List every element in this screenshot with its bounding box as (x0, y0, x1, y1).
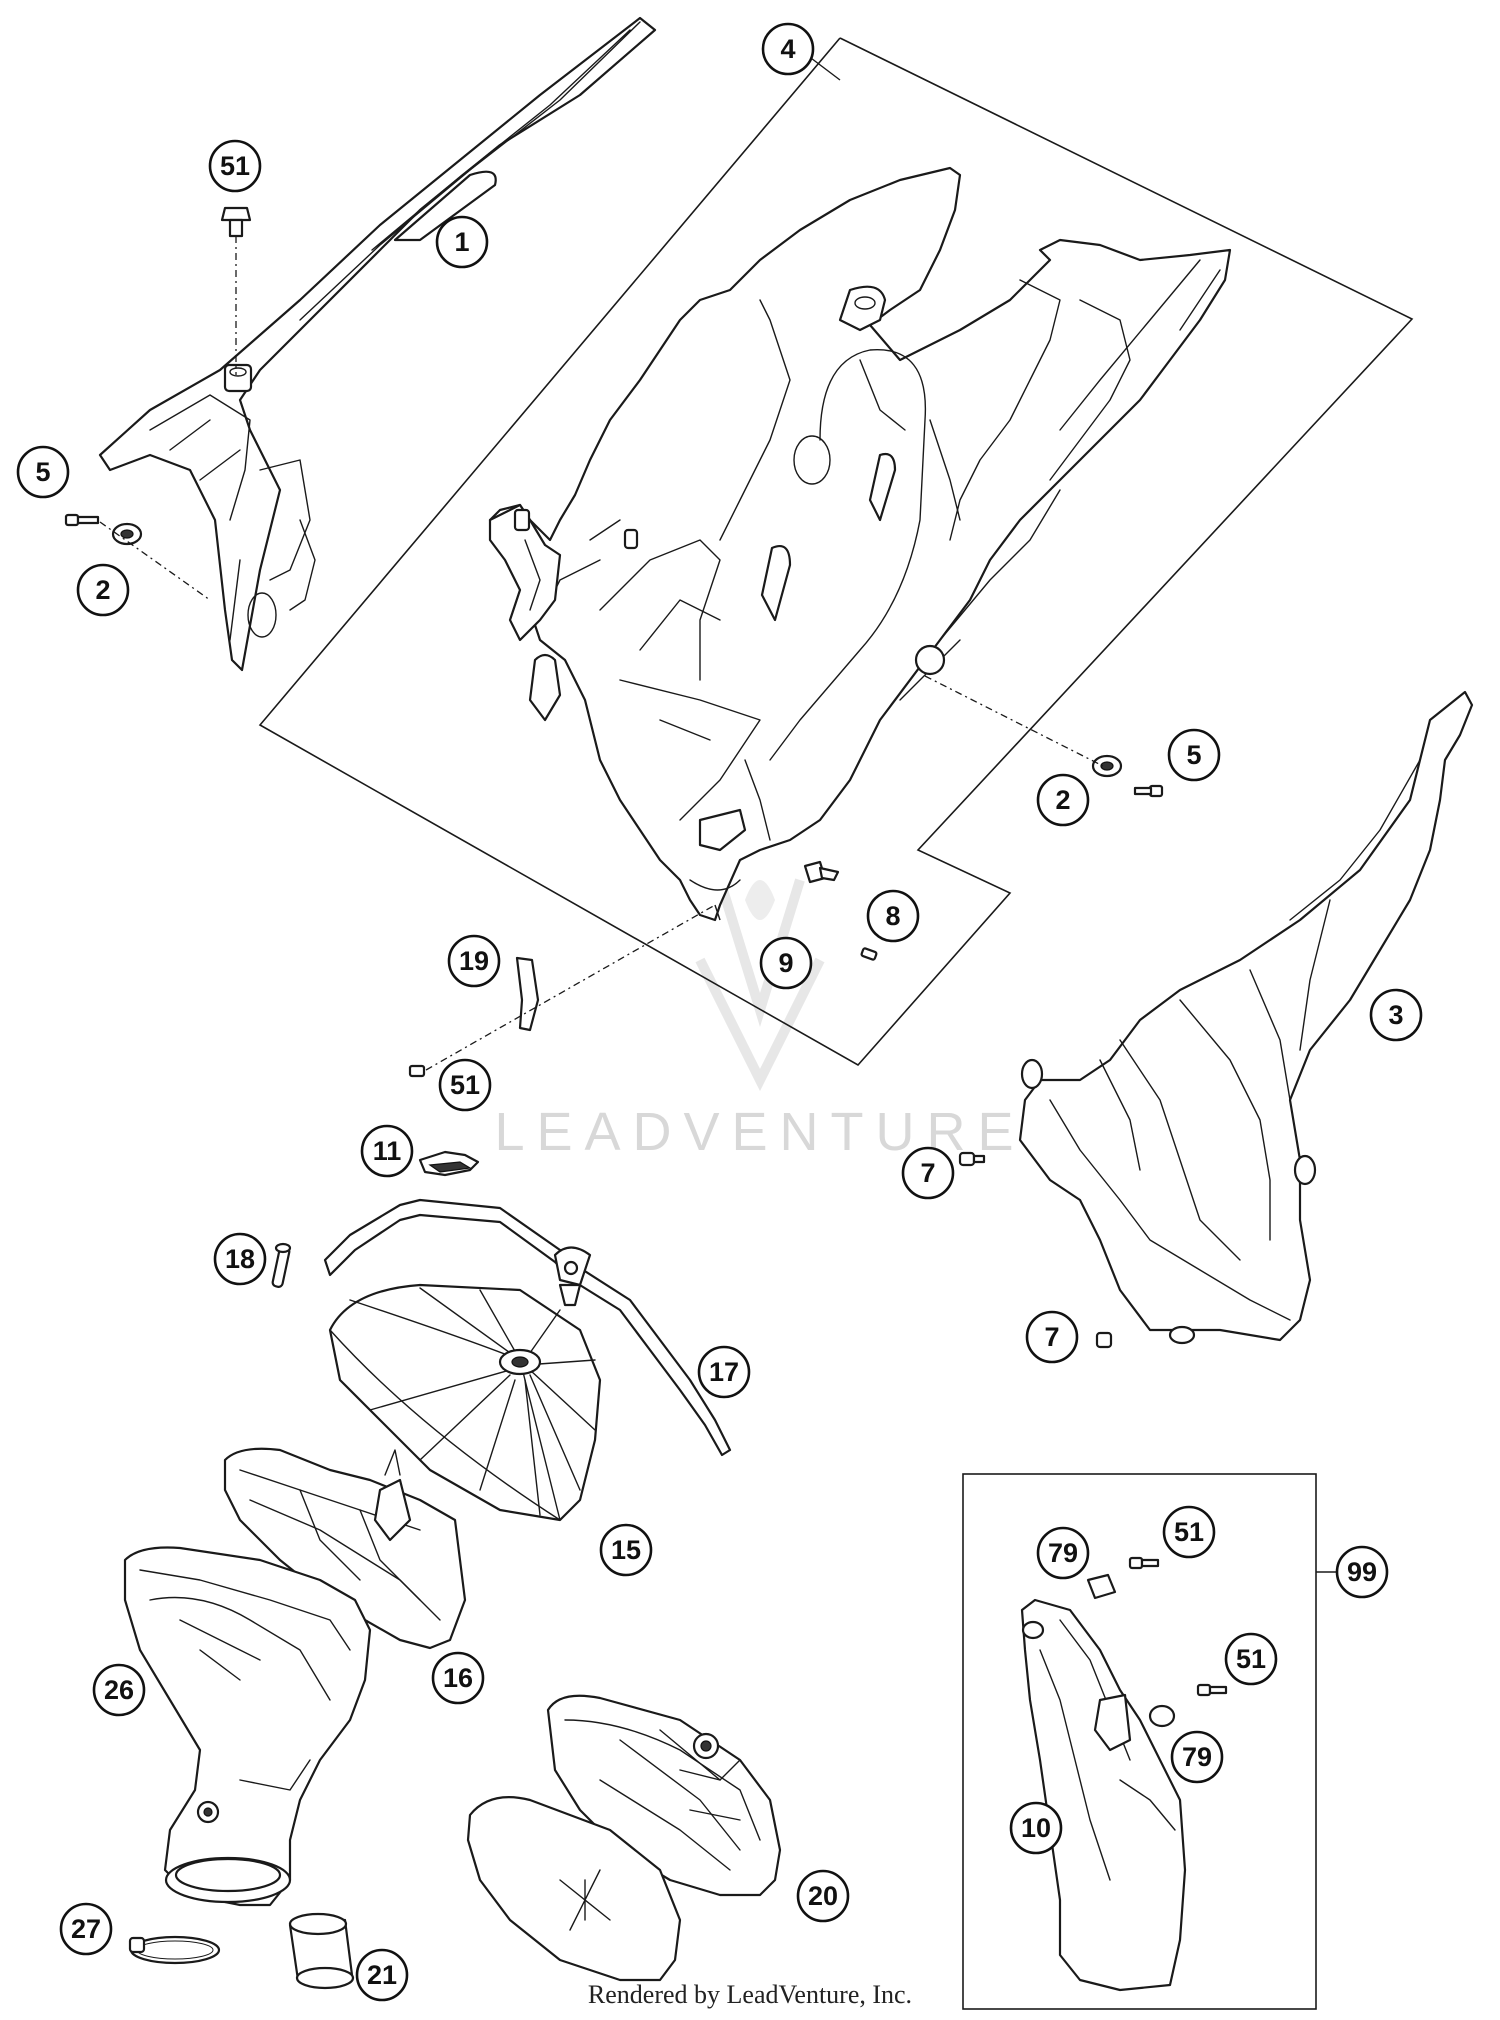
callout-51-box-upper: 51 (1162, 1505, 1216, 1559)
assembly-frame-99 (962, 1473, 1336, 2010)
svg-text:51: 51 (450, 1070, 480, 1100)
svg-text:2: 2 (1055, 785, 1070, 815)
svg-text:26: 26 (104, 1675, 134, 1705)
svg-text:17: 17 (709, 1357, 739, 1387)
callout-15: 15 (599, 1523, 653, 1577)
svg-text:20: 20 (808, 1881, 838, 1911)
svg-text:21: 21 (367, 1960, 397, 1990)
svg-text:79: 79 (1182, 1742, 1212, 1772)
part-3-side-panel (1018, 690, 1474, 1345)
svg-text:1: 1 (454, 227, 469, 257)
callout-79-lower: 79 (1170, 1730, 1224, 1784)
svg-text:51: 51 (1174, 1517, 1204, 1547)
hardware (64, 206, 1228, 1728)
part-15-air-filter (328, 1283, 602, 1522)
callout-16: 16 (431, 1651, 485, 1705)
callout-1: 1 (435, 215, 489, 269)
callout-2-left: 2 (76, 563, 130, 617)
callout-11: 11 (360, 1124, 414, 1178)
svg-text:4: 4 (780, 34, 795, 64)
svg-text:99: 99 (1347, 1557, 1377, 1587)
callout-21: 21 (355, 1948, 409, 2002)
callout-51-top: 51 (208, 139, 262, 193)
svg-text:9: 9 (778, 948, 793, 978)
part-11-clip (418, 1150, 480, 1177)
callout-99: 99 (1335, 1545, 1389, 1599)
callout-8: 8 (866, 889, 920, 943)
footer-credit: Rendered by LeadVenture, Inc. (588, 1980, 912, 2009)
callout-79-upper: 79 (1036, 1526, 1090, 1580)
callout-17: 17 (697, 1345, 751, 1399)
callout-7-upper: 7 (901, 1146, 955, 1200)
part-26-intake-boot (123, 1546, 372, 1907)
svg-text:51: 51 (1236, 1644, 1266, 1674)
callout-5-left: 5 (16, 445, 70, 499)
svg-text:15: 15 (611, 1535, 641, 1565)
callout-27: 27 (59, 1902, 113, 1956)
callout-26: 26 (92, 1663, 146, 1717)
part-1-side-panel (98, 16, 657, 672)
part-17-retaining-strap (323, 1198, 732, 1457)
svg-text:7: 7 (1044, 1322, 1059, 1352)
svg-text:3: 3 (1388, 1000, 1403, 1030)
callout-10: 10 (1009, 1801, 1063, 1855)
callout-2-right: 2 (1036, 773, 1090, 827)
callout-18: 18 (213, 1232, 267, 1286)
callout-20: 20 (796, 1869, 850, 1923)
svg-text:19: 19 (459, 946, 489, 976)
svg-text:5: 5 (1186, 740, 1201, 770)
part-10-intake-snorkel (1020, 1598, 1187, 1992)
svg-text:2: 2 (95, 575, 110, 605)
svg-text:79: 79 (1048, 1538, 1078, 1568)
watermark-text: LEADVENTURE (494, 1102, 1025, 1162)
part-18-pin (271, 1242, 292, 1288)
svg-text:11: 11 (373, 1136, 402, 1166)
callout-19: 19 (447, 934, 501, 988)
callout-3: 3 (1369, 988, 1423, 1042)
part-filter-foam (466, 1796, 682, 1982)
svg-text:51: 51 (220, 151, 250, 181)
part-21-sleeve (288, 1912, 355, 1990)
callout-9: 9 (759, 936, 813, 990)
watermark: LEADVENTURE (494, 878, 1025, 1162)
callout-51-mid: 51 (438, 1058, 492, 1112)
callout-51-box-lower: 51 (1224, 1632, 1278, 1686)
callout-7-lower: 7 (1025, 1310, 1079, 1364)
callout-4: 4 (761, 22, 815, 76)
part-27-hose-clamp (128, 1935, 221, 1965)
svg-text:7: 7 (920, 1158, 935, 1188)
svg-text:10: 10 (1021, 1813, 1051, 1843)
callout-5-right: 5 (1167, 728, 1221, 782)
svg-text:16: 16 (443, 1663, 473, 1693)
part-4-airbox-frame (488, 166, 1232, 922)
svg-text:27: 27 (71, 1914, 101, 1944)
callout-labels: 1 2 2 3 4 5 5 7 7 8 9 10 11 15 16 17 18 … (16, 22, 1423, 2002)
svg-text:5: 5 (35, 457, 50, 487)
svg-text:8: 8 (885, 901, 900, 931)
assembly-lines (99, 236, 1104, 1071)
svg-text:18: 18 (225, 1244, 255, 1274)
